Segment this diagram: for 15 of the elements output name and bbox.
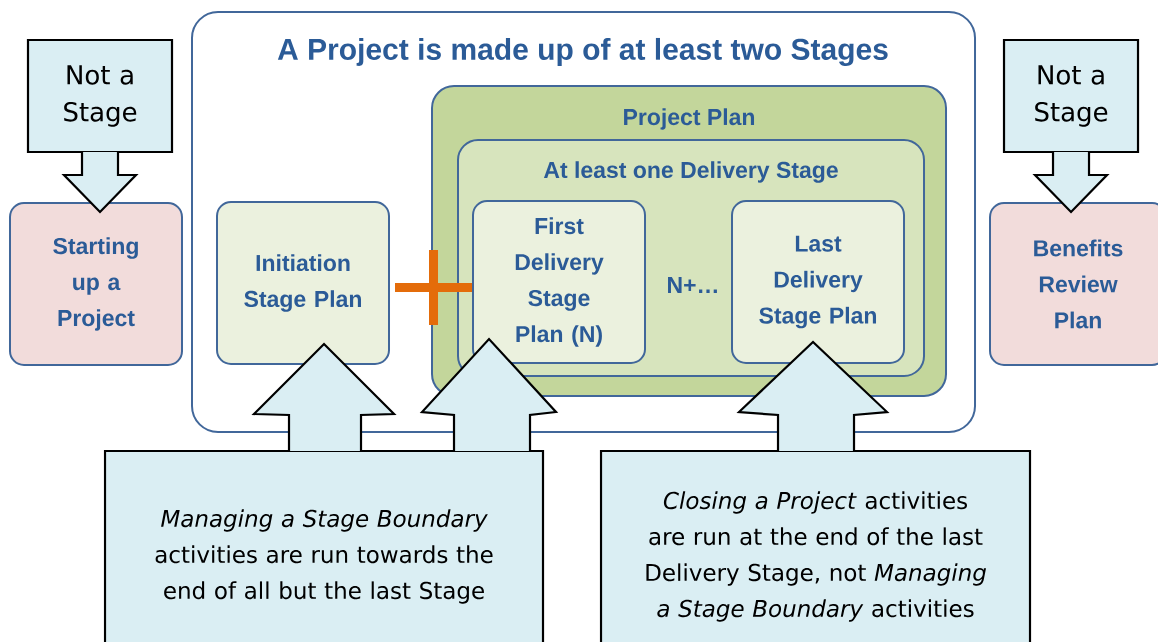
plan-box: Last Delivery Stage Plan xyxy=(731,200,905,364)
callout-box: Managing a Stage Boundary activities are run towards the end of all but the last Stage xyxy=(103,449,545,642)
plan-box: Initiation Stage Plan xyxy=(216,201,390,365)
block-arrow xyxy=(251,342,397,453)
callout-box: Closing a Project activities are run at the end of the last Delivery Stage, not Managing a Stage Boundary activities xyxy=(599,449,1032,642)
callout-box: Not a Stage xyxy=(1002,38,1140,154)
plan-box: First Delivery Stage Plan (N) xyxy=(472,200,646,364)
block-arrow xyxy=(736,340,890,453)
process-box: Starting up a Project xyxy=(9,202,183,366)
block-arrow xyxy=(1032,150,1110,214)
block-arrow xyxy=(61,150,139,214)
process-box: Benefits Review Plan xyxy=(989,202,1158,366)
block-arrow xyxy=(419,337,559,453)
stage-count-label: N+… xyxy=(668,277,717,293)
callout-box: Not a Stage xyxy=(26,38,174,154)
